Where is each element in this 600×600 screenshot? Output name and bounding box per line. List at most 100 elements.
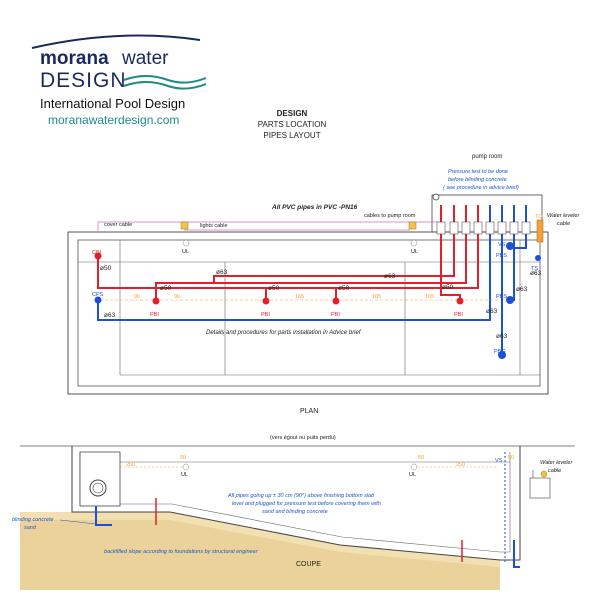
plan-view: pump room Pressure test to be done befor…	[67, 154, 580, 415]
pbg-label: PBG	[494, 349, 506, 355]
blue-pipe-pbs	[510, 245, 515, 301]
pipes-note-2: level and plugged for pressure test befo…	[232, 501, 381, 507]
section-title: COUPE	[296, 561, 321, 568]
pressure-note-3: ( see procedure in advice brief)	[443, 185, 519, 191]
logo-arc	[31, 34, 201, 49]
section-dim-50-2: 50	[418, 455, 424, 461]
pbi-4-fitting-icon	[456, 297, 464, 305]
d50-label-4: ø50	[338, 285, 350, 292]
cover-box	[79, 451, 121, 507]
valve-8	[521, 221, 531, 235]
header-pipes-layout: PIPES LAYOUT	[263, 131, 320, 140]
red-pipe-pbi-1	[155, 245, 467, 300]
cps-label: CPS	[92, 292, 104, 298]
blue-pipe-cps	[97, 245, 491, 321]
pressure-note-2: before blinding concrete	[448, 177, 507, 183]
d50-label-3: ø50	[268, 285, 280, 292]
valve-4	[473, 221, 483, 235]
red-pipe-pbi-4	[440, 245, 461, 300]
d63-label-5: ø63	[516, 286, 528, 293]
pipes-note-3: sand and blinding concrete	[262, 509, 328, 515]
cables-to-pump-room-label: cables to pump room	[364, 213, 416, 219]
plan-title: PLAN	[300, 408, 318, 415]
pbi-1-fitting-icon	[152, 297, 160, 305]
plan-outer-wall	[67, 231, 549, 395]
d50-label-2: ø50	[160, 285, 172, 292]
logo-design: DESIGN	[40, 69, 127, 92]
red-pipe-cbi	[97, 245, 479, 289]
section-blue-pipe-right	[513, 540, 520, 568]
pvc-note: All PVC pipes in PVC -PN16	[271, 204, 358, 211]
blue-pipe-vs	[510, 245, 527, 249]
header-design: DESIGN	[277, 109, 308, 118]
vs-fitting-icon	[506, 242, 514, 250]
drain-note: (vers égout ou puits perdu)	[270, 435, 336, 441]
d63-label-2: ø63	[384, 273, 396, 280]
section-dim-50-1: 50	[180, 455, 186, 461]
water-leveler-label-1: Water leveler	[547, 213, 580, 219]
pbi-3-fitting-icon	[332, 297, 340, 305]
dim-90-2: 90	[174, 294, 180, 300]
d63-label-1: ø63	[216, 269, 228, 276]
section-ul-label-2: UL	[409, 472, 416, 478]
company-logo: morana water DESIGN International Pool D…	[31, 34, 207, 127]
ul-label-2: UL	[411, 249, 418, 255]
section-dim-50-3: 50	[508, 455, 514, 461]
section-blue-pipe-left	[95, 506, 112, 526]
logo-wave-2	[123, 81, 207, 90]
pipes-note-1: All pipes going up ± 30 cm (90°) above f…	[227, 493, 374, 499]
dim-165-1: 165	[295, 294, 304, 300]
section-leveler-label-1: Water leveler	[540, 460, 573, 466]
valve-3	[461, 221, 471, 235]
pressure-note-1: Pressure test to be done	[448, 169, 508, 175]
ul-label-1: UL	[182, 249, 189, 255]
section-leveler-label-2: cable	[548, 468, 561, 474]
pbi-2-fitting-icon	[262, 297, 270, 305]
dim-165-2: 165	[372, 294, 381, 300]
pump-room-label: pump room	[472, 154, 502, 160]
pbi-label-1: PBI	[150, 312, 159, 318]
valve-7	[509, 221, 519, 235]
backfill-note: backfilled slope according to foundation…	[104, 549, 259, 555]
blinding-label-1: blinding concrete	[12, 517, 54, 523]
d50-label-5: ø50	[442, 284, 454, 291]
cover-roll-icon	[89, 479, 107, 497]
red-pipes	[97, 245, 479, 300]
water-leveler-label-2: cable	[557, 221, 570, 227]
cover-roll-inner	[92, 482, 104, 494]
pipe-diameters: ø50 ø63 ø50 ø50 ø50 ø63 ø50 ø63 ø63 ø63 …	[100, 265, 542, 340]
drawing-header: DESIGN PARTS LOCATION PIPES LAYOUT	[258, 109, 327, 140]
section-ul-1-icon	[182, 463, 190, 471]
cbi-label: CBI	[92, 250, 102, 256]
red-pipe-loop	[213, 245, 455, 283]
valve-6	[497, 221, 507, 235]
pbi-label-3: PBI	[331, 312, 340, 318]
valve-2	[449, 221, 459, 235]
underwater-light-2-icon	[408, 221, 417, 230]
logo-wave-1	[123, 75, 207, 84]
logo-tagline: International Pool Design	[40, 96, 185, 111]
section-ul-2-icon	[410, 463, 418, 471]
section-dim-250-2: 250	[456, 462, 465, 468]
logo-brand-light: water	[121, 48, 169, 69]
details-note: Details and procedures for parts install…	[206, 330, 362, 336]
d63-label-4: ø63	[486, 308, 498, 315]
d63-label-7: ø63	[496, 333, 508, 340]
plan-inner-wall	[77, 239, 541, 387]
cbi-fitting-icon	[94, 252, 102, 260]
cps-fitting-icon	[94, 296, 102, 304]
d63-label-6: ø63	[530, 270, 542, 277]
cover-cable-label: cover cable	[104, 222, 132, 228]
valve-5	[485, 221, 495, 235]
section-ul-label-1: UL	[181, 472, 188, 478]
logo-website: moranawaterdesign.com	[48, 113, 179, 127]
sand-fill-lower	[20, 520, 500, 590]
pressure-gauge-icon	[432, 193, 440, 201]
pbs-label-2: PBS	[496, 294, 507, 300]
underwater-light-1-icon	[180, 221, 189, 230]
section-dim-250-1: 250	[126, 462, 135, 468]
logo-brand-bold: morana	[40, 48, 109, 69]
d50-label-1: ø50	[100, 265, 112, 272]
leveler-icon	[540, 470, 548, 478]
